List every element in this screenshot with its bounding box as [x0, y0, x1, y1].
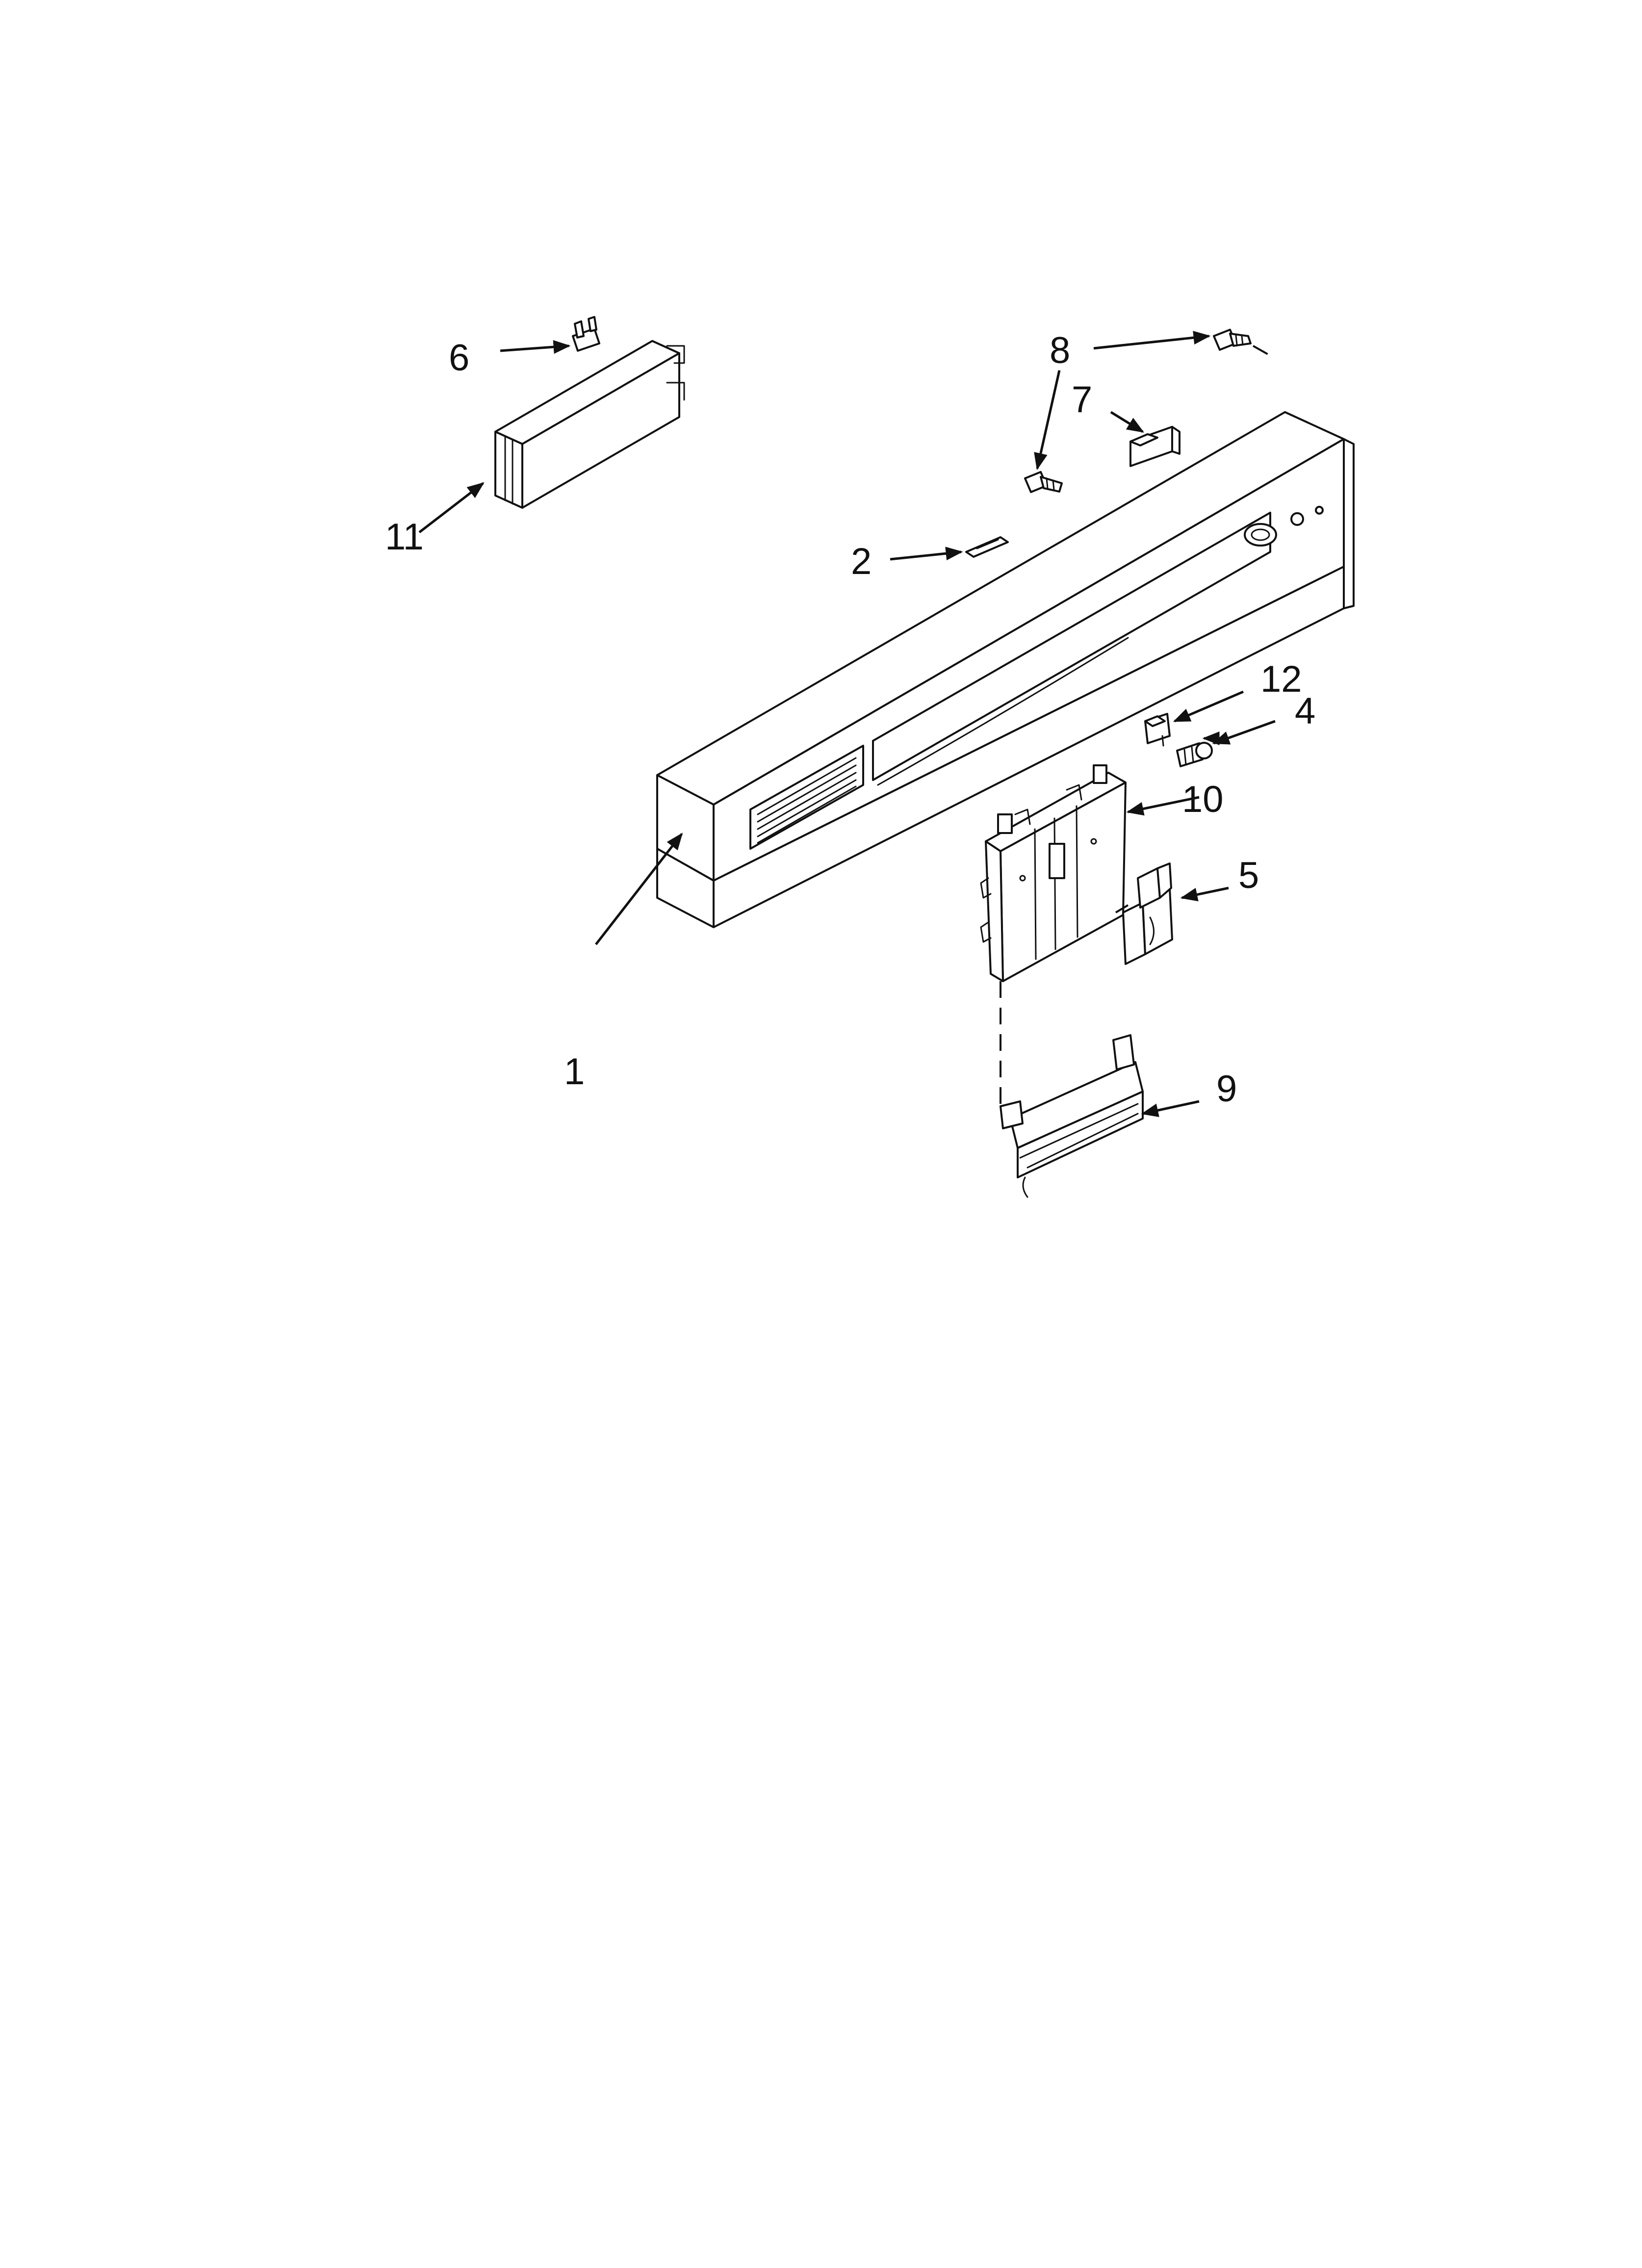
display-window [872, 512, 1271, 781]
callout-7: 7 [1072, 379, 1092, 420]
clip-part-12 [1144, 713, 1171, 747]
callout-8: 8 [1050, 330, 1070, 371]
badge-part-2 [965, 536, 1009, 558]
bracket-clip-part-7 [1129, 426, 1180, 467]
clip-part-9 [1000, 1034, 1144, 1198]
callout-4: 4 [1295, 690, 1315, 732]
callout-1: 1 [564, 1051, 585, 1093]
callout-2: 2 [851, 541, 872, 582]
callout-6: 6 [449, 337, 469, 379]
bracket-part-10 [980, 764, 1129, 982]
callout-11: 11 [385, 516, 424, 558]
vent-grille [749, 745, 864, 850]
callout-5: 5 [1238, 855, 1259, 896]
callout-9: 9 [1216, 1068, 1237, 1110]
callout-12: 12 [1260, 658, 1302, 700]
indicator-light [1290, 512, 1304, 526]
screw-part-8-upper [1213, 329, 1252, 351]
callout-labels: 1 2 4 5 6 7 8 9 10 11 12 [385, 330, 1315, 1110]
control-module-part-11 [494, 340, 685, 509]
latch-part-5 [1122, 862, 1173, 965]
screw-part-8-lower [1024, 471, 1063, 493]
screw-part-4 [1176, 742, 1213, 767]
callout-10: 10 [1182, 779, 1224, 820]
control-panel-part-1 [656, 411, 1355, 928]
connector-part-6 [572, 316, 600, 352]
leader-lines [418, 331, 1276, 1117]
control-knob [1244, 523, 1277, 547]
